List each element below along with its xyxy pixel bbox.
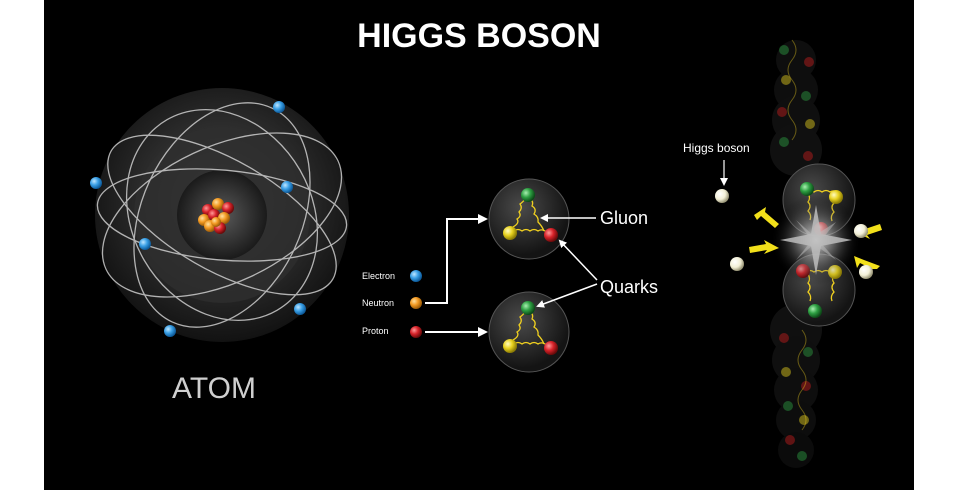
electrons — [90, 101, 306, 337]
atom-label: ATOM — [172, 372, 256, 405]
higgs-particle — [730, 257, 744, 271]
higgs-particles — [715, 189, 873, 279]
legend-proton-label: Proton — [362, 326, 389, 336]
quark-green — [521, 301, 535, 315]
yellow-arrow — [754, 207, 779, 228]
yellow-arrow — [749, 240, 779, 254]
ghost-quarks — [777, 45, 815, 461]
gluon-label: Gluon — [600, 208, 648, 228]
quark-green — [521, 188, 535, 202]
neutron-bubble — [488, 178, 570, 260]
yellow-arrow — [854, 256, 880, 269]
collision-star — [780, 205, 852, 275]
higgs-particle — [715, 189, 729, 203]
legend-neutron-dot — [410, 297, 422, 309]
gluon-lines — [512, 197, 549, 234]
higgs-diagram: HIGGS BOSON — [90, 17, 882, 468]
yellow-arrow — [855, 224, 882, 239]
electron — [294, 303, 306, 315]
electron — [164, 325, 176, 337]
diagram-panel: HIGGS BOSON — [44, 0, 914, 490]
quarks-pointer-bottom — [536, 283, 598, 308]
quark-yellow — [503, 226, 517, 240]
quarks-label: Quarks — [600, 277, 658, 297]
neutron-arrow — [425, 214, 488, 304]
quark-yellow — [503, 339, 517, 353]
gluon-lines — [512, 310, 549, 347]
higgs-particle — [859, 265, 873, 279]
page-title: HIGGS BOSON — [357, 17, 601, 55]
quarks-pointer-top — [558, 239, 598, 281]
proton-bubble — [488, 291, 570, 373]
quark-red — [544, 228, 558, 242]
legend: Electron Neutron Proton — [362, 270, 422, 338]
quark-red — [544, 341, 558, 355]
legend-neutron-label: Neutron — [362, 298, 394, 308]
atom-group: ATOM — [90, 88, 349, 405]
electron — [90, 177, 102, 189]
emission-arrows — [749, 207, 882, 269]
higgs-particle — [854, 224, 868, 238]
electron — [139, 238, 151, 250]
electron — [281, 181, 293, 193]
higgs-label: Higgs boson — [683, 141, 750, 155]
higgs-column: Higgs boson — [683, 39, 882, 468]
legend-electron-label: Electron — [362, 271, 395, 281]
legend-electron-dot — [410, 270, 422, 282]
legend-proton-dot — [410, 326, 422, 338]
electron — [273, 101, 285, 113]
electron-orbits — [96, 102, 348, 328]
nucleus — [198, 198, 234, 234]
